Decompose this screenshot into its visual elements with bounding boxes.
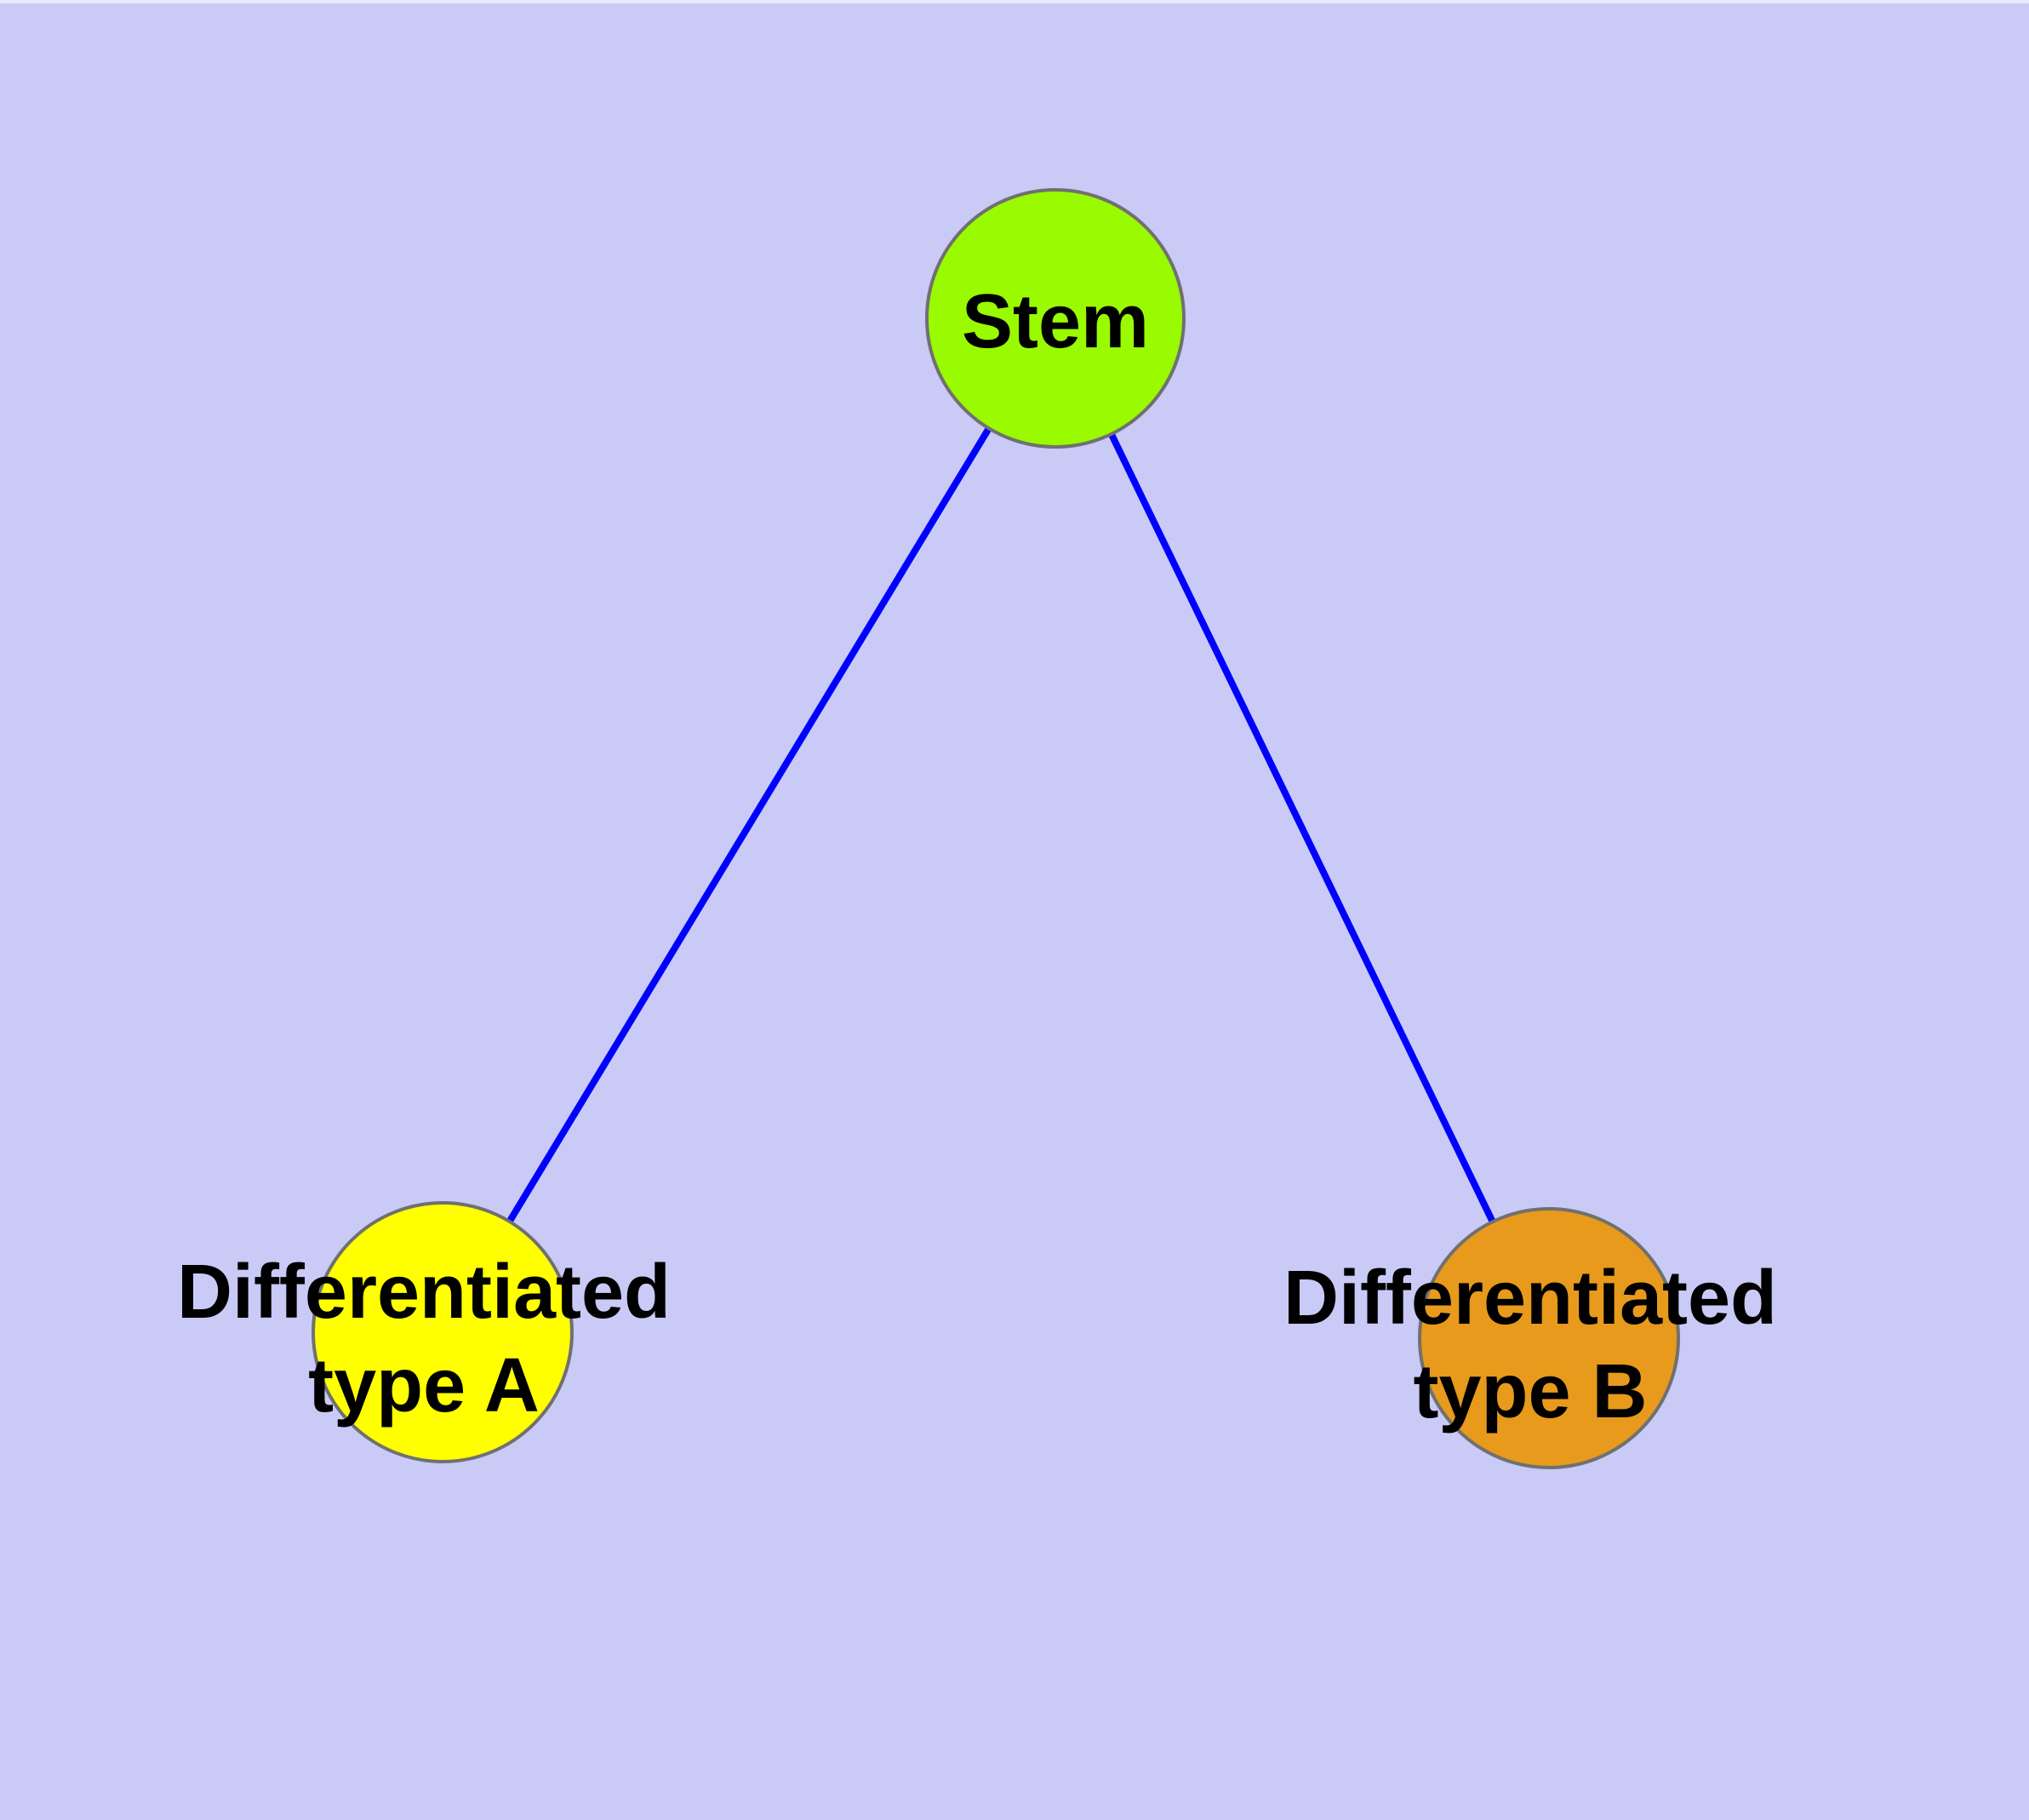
edge-stem-to-type-b [1052,317,1552,1340]
node-type-b-label-line-1: Differentiated [1283,1256,1777,1341]
node-differentiated-type-b [1418,1207,1680,1469]
node-type-a-label-line-2: type A [308,1343,540,1428]
node-stem-label: Stem [962,279,1149,364]
node-type-b-label-line-2: type B [1413,1349,1647,1434]
node-differentiated-type-a [311,1201,574,1463]
edge-stem-to-type-a [439,316,1059,1335]
node-stem [925,188,1186,449]
top-edge-strip [0,0,2029,3]
node-type-a-label-line-1: Differentiated [177,1250,671,1335]
